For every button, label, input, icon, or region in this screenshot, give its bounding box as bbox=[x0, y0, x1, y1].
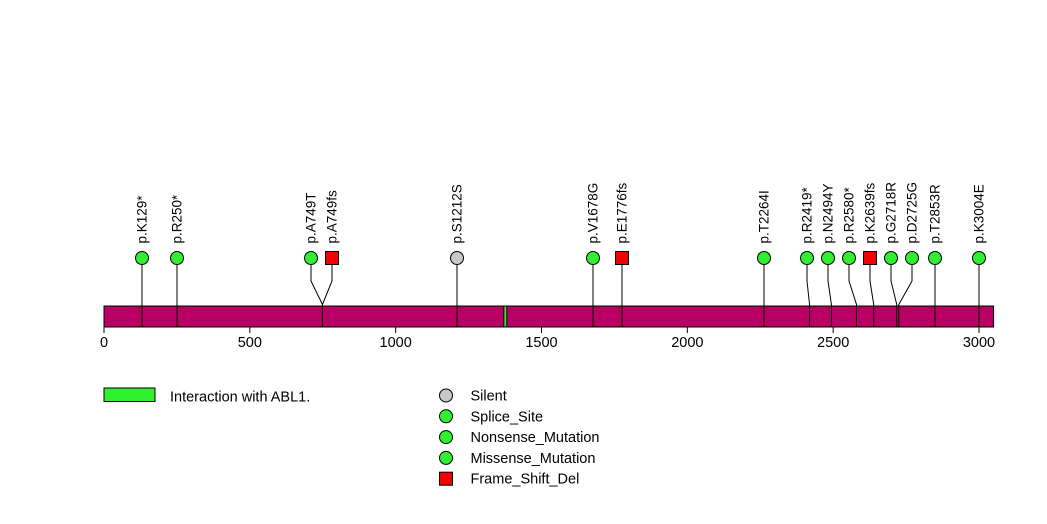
mutation-marker bbox=[821, 251, 835, 265]
legend-circle-icon bbox=[439, 409, 453, 424]
axis-tick-label: 2500 bbox=[817, 335, 849, 351]
mutation-marker bbox=[842, 251, 856, 265]
legend-circle-icon bbox=[439, 388, 453, 403]
mutation-label: p.S1212S bbox=[450, 184, 465, 243]
legend-type-label: Splice_Site bbox=[471, 409, 544, 425]
mutation-label: p.K3004E bbox=[972, 184, 987, 243]
mutation-marker bbox=[170, 251, 184, 265]
mutation-label: p.R2580* bbox=[842, 186, 857, 243]
mutation-label: p.G2718R bbox=[884, 182, 899, 244]
mutation-label: p.N2494Y bbox=[821, 183, 836, 243]
legend-type-label: Silent bbox=[471, 389, 507, 405]
legend-type-label: Missense_Mutation bbox=[471, 451, 596, 467]
axis-tick-label: 3000 bbox=[963, 335, 995, 351]
mutation-marker bbox=[863, 251, 877, 265]
mutation-label: p.A749T bbox=[304, 192, 319, 243]
mutation-label: p.K129* bbox=[135, 195, 150, 244]
mutation-label: p.A749fs bbox=[325, 190, 340, 244]
mutation-stem bbox=[848, 264, 858, 327]
axis-tick-label: 1500 bbox=[525, 335, 557, 351]
axis-tick-label: 1000 bbox=[380, 335, 412, 351]
protein-bar bbox=[103, 305, 995, 328]
mutation-marker bbox=[905, 251, 919, 265]
legend-type-label: Nonsense_Mutation bbox=[471, 430, 600, 446]
axis-tick-label: 2000 bbox=[671, 335, 703, 351]
mutation-label: p.V1678G bbox=[586, 183, 601, 244]
mutation-label: p.E1776fs bbox=[615, 182, 630, 243]
mutation-marker bbox=[800, 251, 814, 265]
mutation-stem bbox=[806, 264, 811, 327]
legend-domain-swatch bbox=[103, 387, 156, 402]
mutation-marker bbox=[615, 251, 629, 265]
mutation-marker bbox=[928, 251, 942, 265]
legend-type-label: Frame_Shift_Del bbox=[471, 472, 580, 488]
mutation-marker bbox=[586, 251, 600, 265]
mutation-label: p.T2264I bbox=[757, 190, 772, 243]
mutation-marker bbox=[325, 251, 339, 265]
legend-square-icon bbox=[439, 471, 453, 486]
mutation-marker bbox=[884, 251, 898, 265]
mutation-stem bbox=[827, 264, 832, 327]
mutation-marker bbox=[304, 251, 318, 265]
legend-circle-icon bbox=[439, 450, 453, 465]
mutation-stem bbox=[890, 264, 898, 327]
mutation-marker bbox=[757, 251, 771, 265]
mutation-label: p.R2419* bbox=[800, 186, 815, 243]
mutation-stem bbox=[321, 264, 333, 327]
mutation-marker bbox=[450, 251, 464, 265]
legend-circle-icon bbox=[439, 430, 453, 445]
axis-tick-label: 500 bbox=[238, 335, 262, 351]
mutation-marker bbox=[972, 251, 986, 265]
mutation-label: p.T2853R bbox=[928, 184, 943, 244]
mutation-label: p.D2725G bbox=[905, 182, 920, 244]
mutation-label: p.R250* bbox=[170, 194, 185, 244]
axis-tick-label: 0 bbox=[100, 335, 108, 351]
mutation-marker bbox=[135, 251, 149, 265]
mutation-stem bbox=[869, 264, 875, 327]
legend-domain-label: Interaction with ABL1. bbox=[170, 390, 310, 406]
mutation-stem bbox=[898, 264, 913, 327]
abl1-interaction-domain bbox=[503, 305, 508, 328]
mutation-label: p.K2639fs bbox=[863, 182, 878, 243]
